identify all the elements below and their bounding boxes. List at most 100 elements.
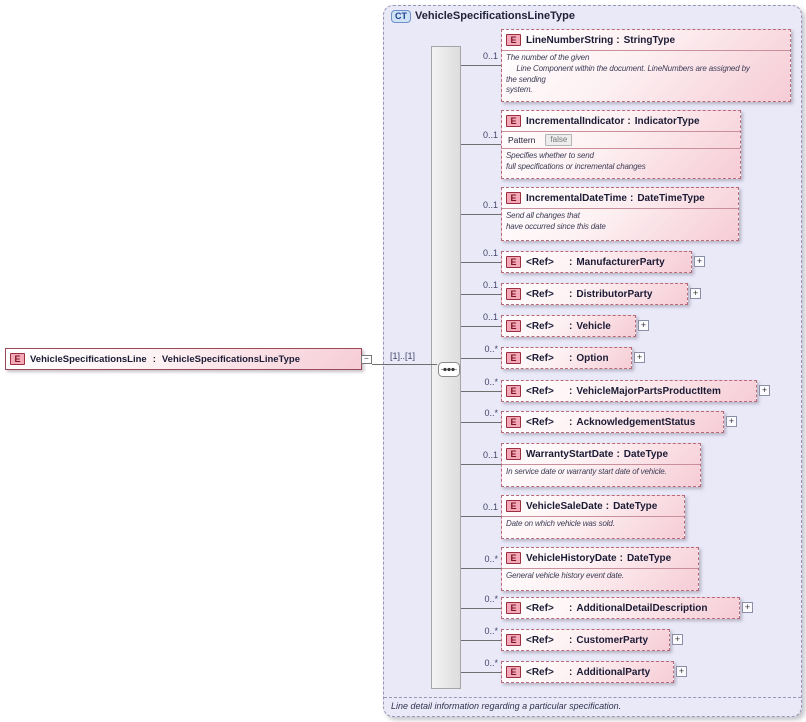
element-annotation: The number of the given Line Component w…: [502, 50, 790, 98]
root-element-name: VehicleSpecificationsLine: [30, 353, 147, 365]
element-header: E <Ref> : DistributorParty: [502, 284, 687, 304]
expand-button-distributor-party[interactable]: +: [690, 288, 701, 299]
element-type: Vehicle: [576, 320, 611, 332]
element-icon: E: [506, 666, 521, 678]
element-header: E <Ref> : CustomerParty: [502, 630, 669, 650]
expand-button-acknowledgement-status[interactable]: +: [726, 416, 737, 427]
cardinality-label: 0..1: [482, 312, 498, 322]
element-name: <Ref>: [526, 602, 554, 614]
element-header: E VehicleHistoryDate : DateType: [502, 548, 698, 568]
element-box-line-number-string[interactable]: E LineNumberString : StringType The numb…: [501, 29, 791, 102]
cardinality-label: 0..1: [482, 130, 498, 140]
root-element-box[interactable]: E VehicleSpecificationsLine : VehicleSpe…: [5, 348, 362, 370]
complextype-container[interactable]: CT VehicleSpecificationsLineType 0..1 E …: [383, 5, 802, 717]
cardinality-label: 0..1: [482, 502, 498, 512]
complextype-title: VehicleSpecificationsLineType: [415, 10, 575, 22]
element-icon: E: [506, 416, 521, 428]
cardinality-label: 0..*: [484, 408, 498, 418]
sequence-icon[interactable]: [438, 362, 460, 377]
element-type: IndicatorType: [634, 115, 700, 127]
expand-button-additional-party[interactable]: +: [676, 666, 687, 677]
element-icon: E: [506, 288, 521, 300]
element-type: VehicleMajorPartsProductItem: [576, 385, 721, 397]
element-annotation: In service date or warranty start date o…: [502, 464, 700, 480]
element-header: E <Ref> : Vehicle: [502, 316, 635, 336]
element-box-warranty-start-date[interactable]: E WarrantyStartDate : DateType In servic…: [501, 443, 701, 487]
connector-line: [461, 294, 501, 295]
element-box-ref-option[interactable]: E <Ref> : Option: [501, 347, 632, 369]
element-name: IncrementalIndicator: [526, 115, 625, 127]
element-box-ref-acknowledgement-status[interactable]: E <Ref> : AcknowledgementStatus: [501, 411, 724, 433]
element-box-ref-vehicle-major-parts-product-item[interactable]: E <Ref> : VehicleMajorPartsProductItem: [501, 380, 757, 402]
element-box-vehicle-sale-date[interactable]: E VehicleSaleDate : DateType Date on whi…: [501, 495, 685, 539]
expand-button-customer-party[interactable]: +: [672, 634, 683, 645]
cardinality-label: 0..*: [484, 658, 498, 668]
element-type: DistributorParty: [576, 288, 653, 300]
element-type: Option: [576, 352, 609, 364]
colon-separator: :: [569, 320, 573, 332]
cardinality-label: 0..*: [484, 344, 498, 354]
element-icon: E: [506, 352, 521, 364]
cardinality-label: 0..1: [482, 200, 498, 210]
element-icon: E: [506, 552, 521, 564]
element-icon: E: [10, 353, 25, 365]
element-box-ref-distributor-party[interactable]: E <Ref> : DistributorParty: [501, 283, 688, 305]
element-name: <Ref>: [526, 634, 554, 646]
element-box-ref-customer-party[interactable]: E <Ref> : CustomerParty: [501, 629, 670, 651]
element-name: VehicleSaleDate: [526, 500, 603, 512]
element-icon: E: [506, 634, 521, 646]
colon-separator: :: [569, 602, 573, 614]
element-type: DateType: [613, 500, 658, 512]
expand-button-manufacturer-party[interactable]: +: [694, 256, 705, 267]
element-header: E IncrementalIndicator : IndicatorType: [502, 111, 740, 131]
element-name: IncrementalDateTime: [526, 192, 627, 204]
element-box-incremental-indicator[interactable]: E IncrementalIndicator : IndicatorType P…: [501, 110, 741, 179]
colon-separator: :: [569, 634, 573, 646]
element-box-incremental-date-time[interactable]: E IncrementalDateTime : DateTimeType Sen…: [501, 187, 739, 241]
element-box-ref-vehicle[interactable]: E <Ref> : Vehicle: [501, 315, 636, 337]
colon-separator: :: [605, 500, 610, 512]
root-connector-line: [372, 364, 437, 365]
connector-line: [461, 262, 501, 263]
element-icon: E: [506, 448, 521, 460]
element-annotation: Specifies whether to send full specifica…: [502, 148, 740, 175]
connector-line: [461, 464, 501, 465]
collapse-handle-icon[interactable]: −: [361, 355, 372, 364]
element-box-ref-additional-party[interactable]: E <Ref> : AdditionalParty: [501, 661, 674, 683]
cardinality-label: 0..*: [484, 594, 498, 604]
connector-line: [461, 608, 501, 609]
expand-button-additional-detail-description[interactable]: +: [742, 602, 753, 613]
connector-line: [461, 65, 501, 66]
expand-button-vehicle-major-parts-product-item[interactable]: +: [759, 385, 770, 396]
expand-button-vehicle[interactable]: +: [638, 320, 649, 331]
element-box-ref-manufacturer-party[interactable]: E <Ref> : ManufacturerParty: [501, 251, 692, 273]
cardinality-label: 0..1: [482, 280, 498, 290]
connector-line: [461, 391, 501, 392]
element-type: StringType: [623, 34, 676, 46]
element-icon: E: [506, 115, 521, 127]
expand-button-option[interactable]: +: [634, 352, 645, 363]
element-box-vehicle-history-date[interactable]: E VehicleHistoryDate : DateType General …: [501, 547, 699, 591]
element-name: VehicleHistoryDate: [526, 552, 617, 564]
element-name: WarrantyStartDate: [526, 448, 614, 460]
element-icon: E: [506, 34, 521, 46]
connector-line: [461, 640, 501, 641]
connector-line: [461, 516, 501, 517]
colon-separator: :: [619, 552, 623, 564]
root-element-type: VehicleSpecificationsLineType: [161, 353, 301, 365]
element-icon: E: [506, 500, 521, 512]
element-type: AdditionalDetailDescription: [576, 602, 708, 614]
element-type: AcknowledgementStatus: [576, 416, 696, 428]
root-cardinality-label: [1]..[1]: [390, 351, 416, 361]
element-annotation: General vehicle history event date.: [502, 568, 698, 584]
element-name: <Ref>: [526, 666, 554, 678]
colon-separator: :: [569, 666, 573, 678]
element-name: <Ref>: [526, 288, 554, 300]
connector-line: [461, 672, 501, 673]
element-header: E <Ref> : AdditionalParty: [502, 662, 673, 682]
element-annotation: Send all changes that have occurred sinc…: [502, 208, 738, 235]
element-box-ref-additional-detail-description[interactable]: E <Ref> : AdditionalDetailDescription: [501, 597, 740, 619]
element-name: <Ref>: [526, 352, 554, 364]
cardinality-label: 0..1: [482, 248, 498, 258]
